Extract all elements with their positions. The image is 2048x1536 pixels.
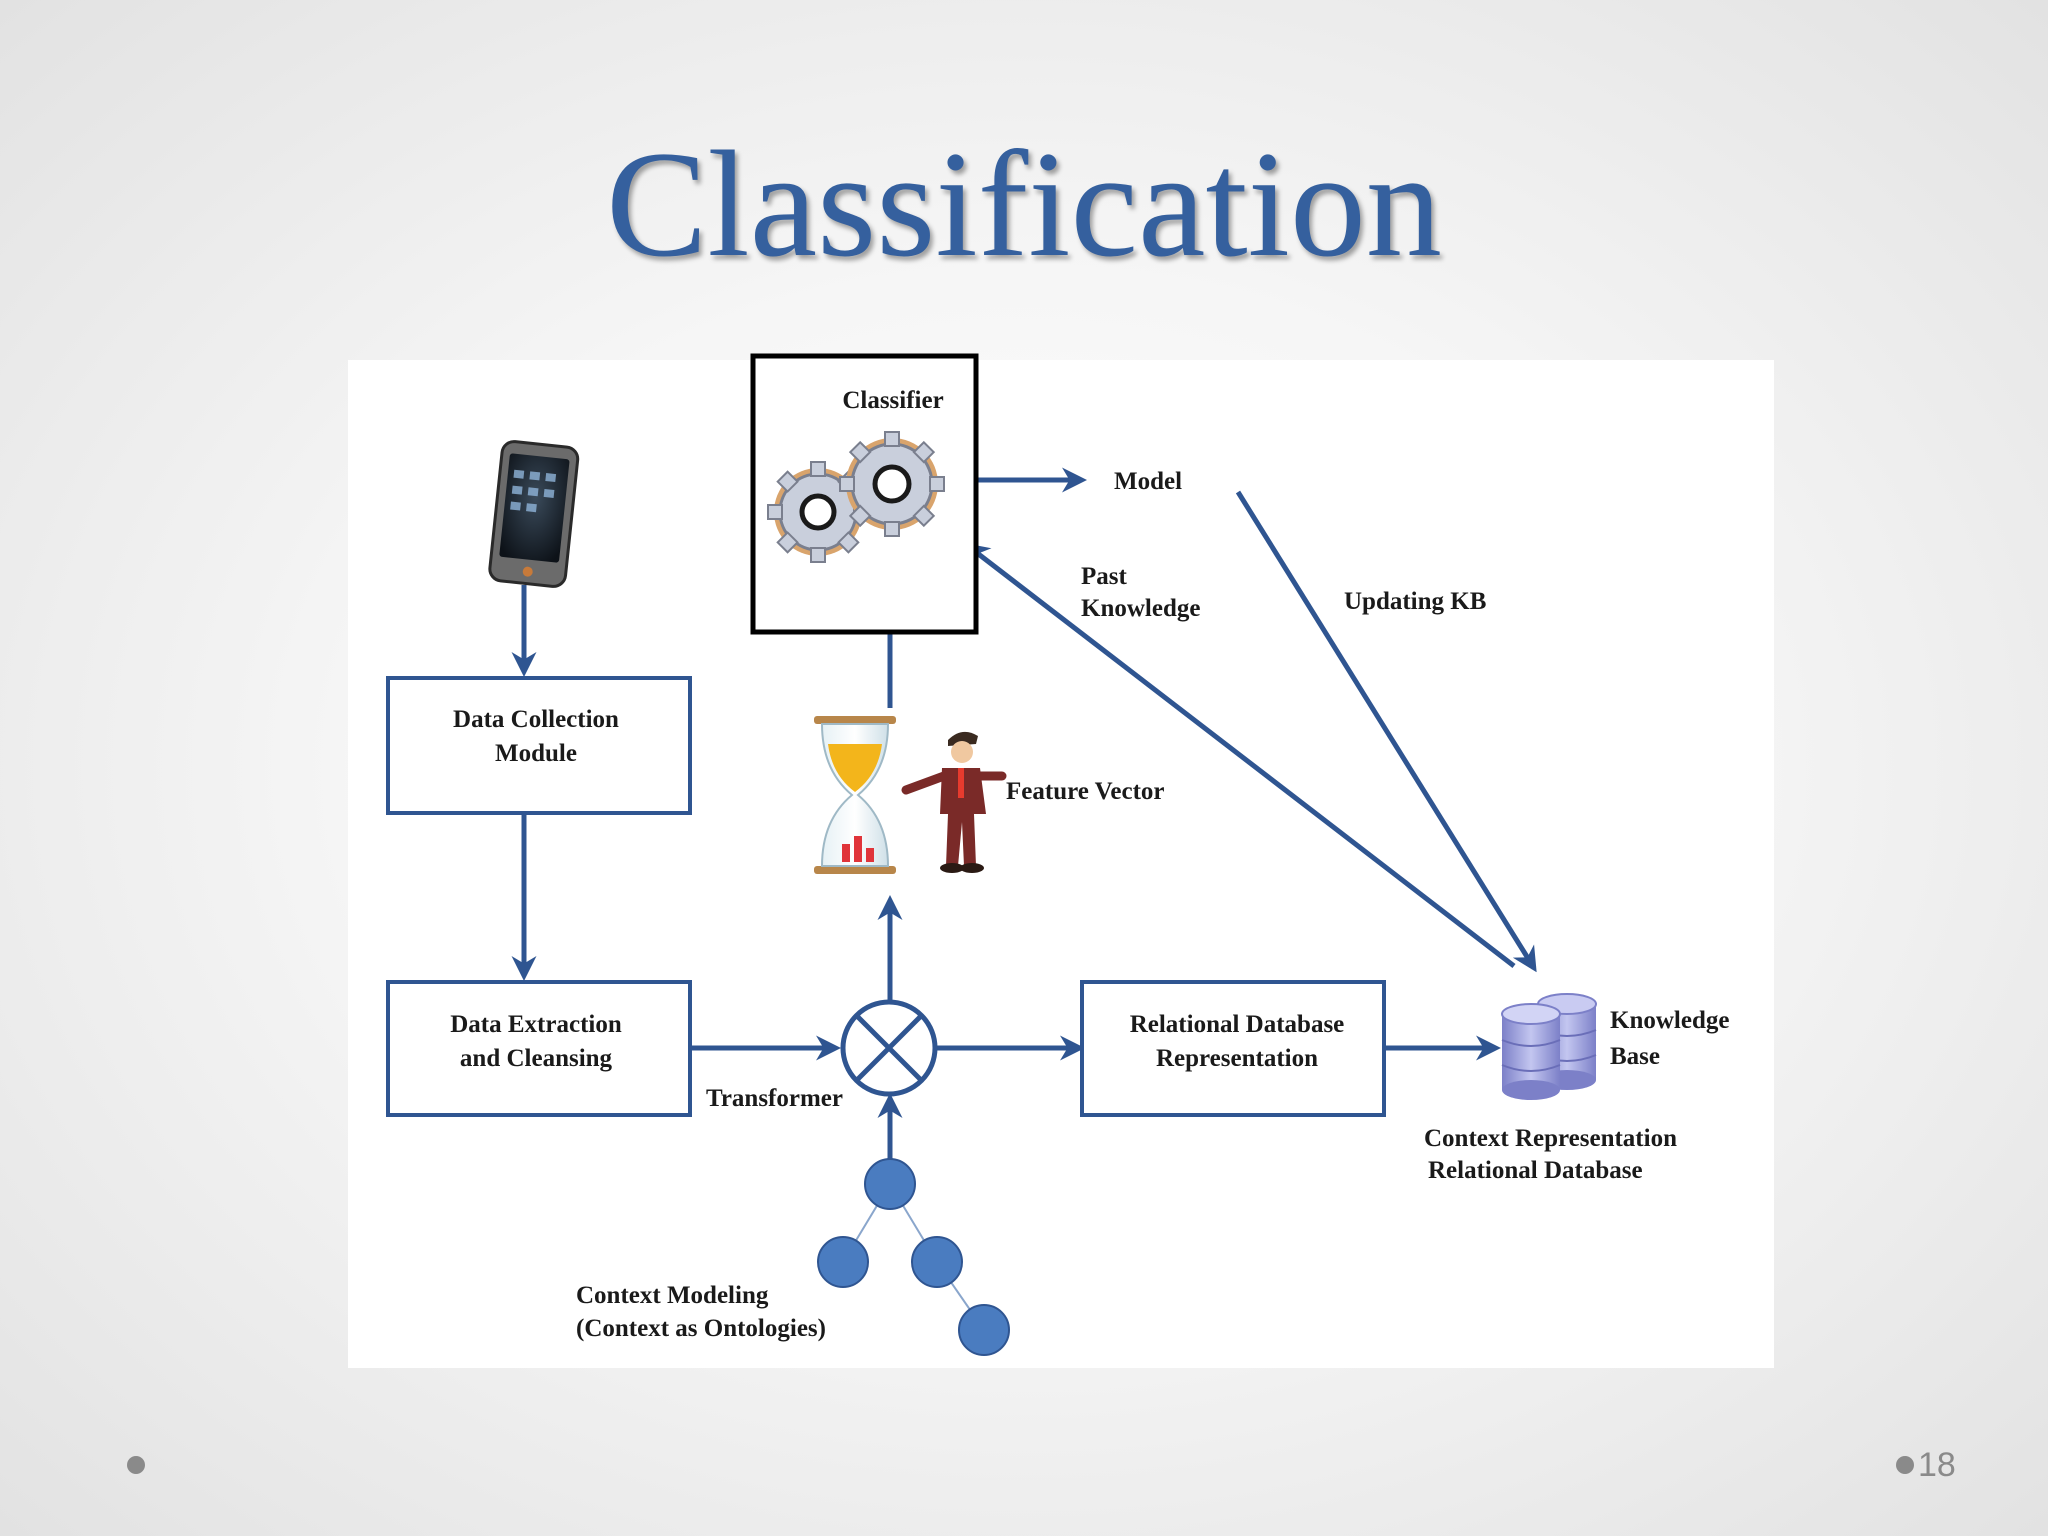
context-modeling-label-line1: Context Modeling xyxy=(576,1282,769,1309)
slide-bullet-left xyxy=(127,1456,145,1474)
data-collection-label-line2: Module xyxy=(495,740,577,767)
slide-title: Classification xyxy=(606,120,1442,288)
past-knowledge-label-line1: Past xyxy=(1081,563,1128,590)
hourglass-icon xyxy=(814,716,896,874)
relational-db-box xyxy=(1080,980,1386,1117)
data-extraction-label-line2: and Cleansing xyxy=(460,1045,613,1072)
data-extraction-label-line1: Data Extraction xyxy=(450,1011,622,1038)
data-extraction-box xyxy=(386,980,692,1117)
slide-bullet-right xyxy=(1896,1456,1914,1474)
gears-icon xyxy=(767,431,945,563)
arrow-model-to-kb xyxy=(1235,490,1537,973)
updating-kb-label: Updating KB xyxy=(1344,588,1486,615)
context-representation-label-line1: Context Representation xyxy=(1424,1125,1677,1152)
diagram-panel xyxy=(348,360,1774,1368)
transformer-label: Transformer xyxy=(706,1085,843,1112)
database-icon xyxy=(1501,993,1597,1100)
connectors xyxy=(511,467,1537,1160)
model-label: Model xyxy=(1114,468,1182,495)
classifier-label: Classifier xyxy=(842,387,943,414)
past-knowledge-label-line2: Knowledge xyxy=(1081,595,1200,622)
businessman-icon xyxy=(901,731,1007,873)
relational-db-label-line2: Representation xyxy=(1156,1045,1318,1072)
smartphone-icon xyxy=(488,440,580,588)
data-collection-label-line1: Data Collection xyxy=(453,706,619,733)
knowledge-base-label-line1: Knowledge xyxy=(1610,1007,1729,1034)
knowledge-base-label-line2: Base xyxy=(1610,1043,1660,1070)
transformer-icon xyxy=(840,999,938,1097)
arrow-kb-to-classifier xyxy=(964,542,1516,968)
ontology-tree-icon xyxy=(817,1158,1010,1356)
feature-vector-label: Feature Vector xyxy=(1006,778,1165,805)
data-collection-box xyxy=(386,676,692,815)
context-modeling-label-line2: (Context as Ontologies) xyxy=(576,1315,826,1342)
page-number: 18 xyxy=(1918,1446,1956,1484)
context-representation-label-line2: Relational Database xyxy=(1428,1157,1643,1184)
relational-db-label-line1: Relational Database xyxy=(1130,1011,1345,1038)
